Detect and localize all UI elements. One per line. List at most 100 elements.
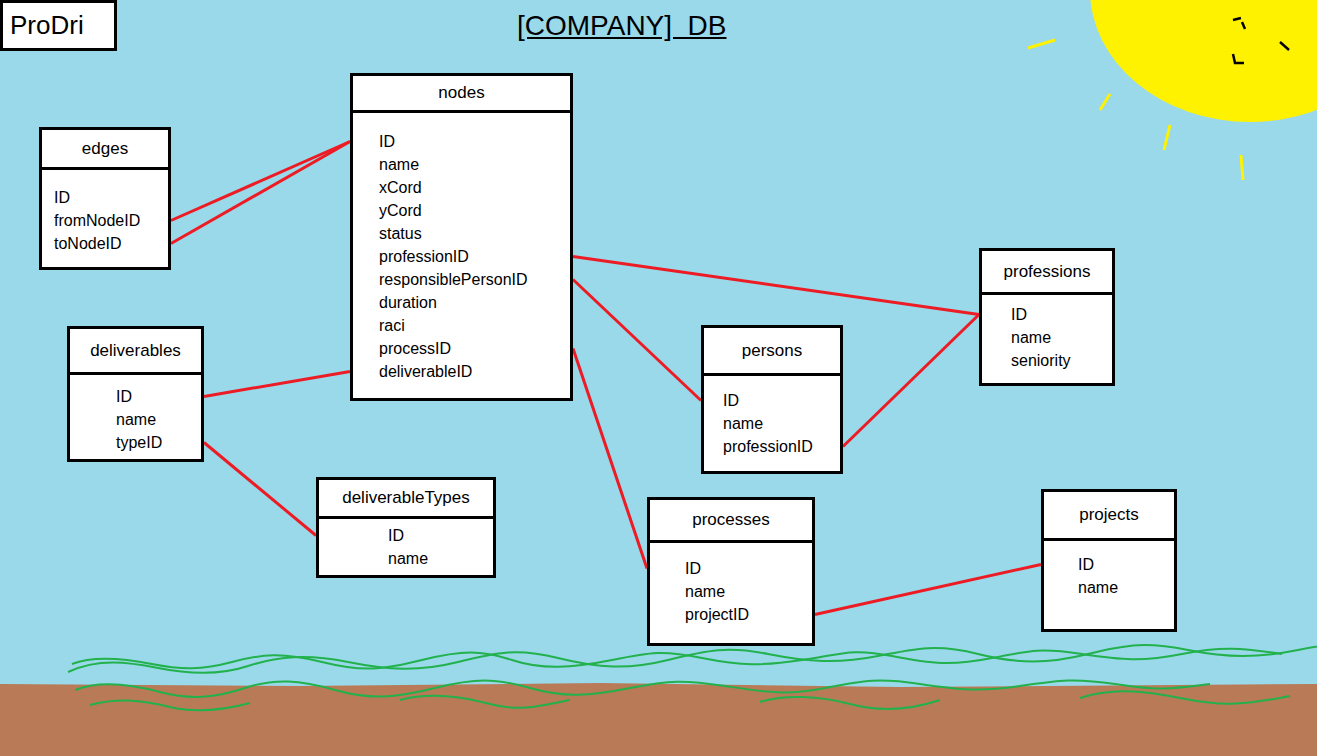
field-row: ID: [388, 524, 493, 547]
field-name: name: [1011, 326, 1051, 349]
diagram-title: [COMPANY] DB: [517, 10, 727, 42]
table-fields: IDnameseniority: [982, 295, 1112, 372]
field-row: status: [379, 222, 570, 245]
table-header: edges: [42, 130, 168, 170]
field-row: deliverableID: [379, 360, 570, 383]
table-name: persons: [742, 341, 802, 361]
table-header: professions: [982, 251, 1112, 295]
relation-line: [815, 565, 1041, 615]
field-name: ID: [723, 389, 739, 412]
table-header: processes: [650, 500, 812, 543]
field-row: duration: [379, 291, 570, 314]
ground: [0, 683, 1317, 756]
field-row: name: [379, 153, 570, 176]
sun-eye: [1233, 18, 1245, 29]
field-row: ID: [723, 389, 840, 412]
field-name: typeID: [116, 431, 162, 454]
sun-ray: [1164, 125, 1170, 150]
field-row: processID: [379, 337, 570, 360]
table-fields: IDname: [1044, 541, 1174, 599]
field-name: name: [379, 153, 419, 176]
table-name: projects: [1079, 505, 1139, 525]
field-name: toNodeID: [54, 232, 122, 255]
field-name: projectID: [685, 603, 749, 626]
field-row: professionID: [723, 435, 840, 458]
relation-line: [573, 349, 647, 569]
field-name: deliverableID: [379, 360, 472, 383]
table-fields: IDnamexCordyCordstatusprofessionIDrespon…: [353, 113, 570, 383]
field-row: ID: [379, 130, 570, 153]
field-name: yCord: [379, 199, 422, 222]
table-fields: IDfromNodeIDtoNodeID: [42, 170, 168, 255]
field-name: duration: [379, 291, 437, 314]
grass: [68, 644, 1317, 711]
relation-line: [573, 280, 701, 401]
grass-scribble: [72, 649, 1282, 669]
field-row: ID: [1011, 303, 1112, 326]
sun: [1090, 0, 1317, 122]
table-box: deliverablesIDnametypeID: [67, 326, 204, 462]
table-box: professionsIDnameseniority: [979, 248, 1115, 386]
sun-face: [1233, 18, 1289, 63]
field-row: name: [685, 580, 812, 603]
sun-mouth: [1233, 54, 1244, 63]
logo-text: ProDri: [10, 10, 84, 41]
grass-scribble: [90, 691, 1290, 710]
relation-line: [573, 257, 979, 315]
sun-ray: [1100, 94, 1110, 110]
table-box: nodesIDnamexCordyCordstatusprofessionIDr…: [350, 73, 573, 401]
table-fields: IDnameprofessionID: [704, 376, 840, 458]
relation-line: [204, 443, 316, 536]
field-row: xCord: [379, 176, 570, 199]
logo-box: ProDri: [0, 0, 117, 51]
field-row: name: [1011, 326, 1112, 349]
field-row: ID: [1078, 553, 1174, 576]
field-name: ID: [54, 186, 70, 209]
field-name: fromNodeID: [54, 209, 140, 232]
field-row: yCord: [379, 199, 570, 222]
field-row: responsiblePersonID: [379, 268, 570, 291]
sun-eye: [1280, 42, 1289, 50]
table-box: personsIDnameprofessionID: [701, 325, 843, 474]
table-box: processesIDnameprojectID: [647, 497, 815, 646]
field-name: name: [1078, 576, 1118, 599]
field-name: ID: [379, 130, 395, 153]
table-box: projectsIDname: [1041, 489, 1177, 632]
field-name: ID: [685, 557, 701, 580]
field-row: name: [388, 547, 493, 570]
relation-line-stroke: [573, 280, 701, 401]
field-row: seniority: [1011, 349, 1112, 372]
table-header: persons: [704, 328, 840, 376]
table-name: edges: [82, 139, 128, 159]
relation-line-stroke: [204, 443, 316, 536]
field-row: raci: [379, 314, 570, 337]
field-name: raci: [379, 314, 405, 337]
field-name: name: [685, 580, 725, 603]
field-name: name: [116, 408, 156, 431]
field-row: ID: [54, 186, 168, 209]
relation-line-stroke: [171, 142, 350, 244]
relation-line-stroke: [573, 257, 979, 315]
field-row: toNodeID: [54, 232, 168, 255]
field-name: status: [379, 222, 422, 245]
relation-line-stroke: [171, 142, 350, 221]
table-fields: IDnameprojectID: [650, 543, 812, 626]
field-name: ID: [1011, 303, 1027, 326]
relation-line-stroke: [843, 315, 979, 447]
table-header: nodes: [353, 76, 570, 113]
table-name: professions: [1004, 262, 1091, 282]
relation-line: [171, 142, 350, 244]
field-row: fromNodeID: [54, 209, 168, 232]
grass-scribble: [75, 680, 1210, 697]
field-name: responsiblePersonID: [379, 268, 528, 291]
sun-ray: [1241, 155, 1243, 180]
field-name: seniority: [1011, 349, 1071, 372]
field-name: processID: [379, 337, 451, 360]
table-name: processes: [692, 510, 769, 530]
field-name: name: [388, 547, 428, 570]
table-name: deliverables: [90, 341, 181, 361]
table-header: deliverables: [70, 329, 201, 375]
field-row: name: [1078, 576, 1174, 599]
field-name: ID: [388, 524, 404, 547]
